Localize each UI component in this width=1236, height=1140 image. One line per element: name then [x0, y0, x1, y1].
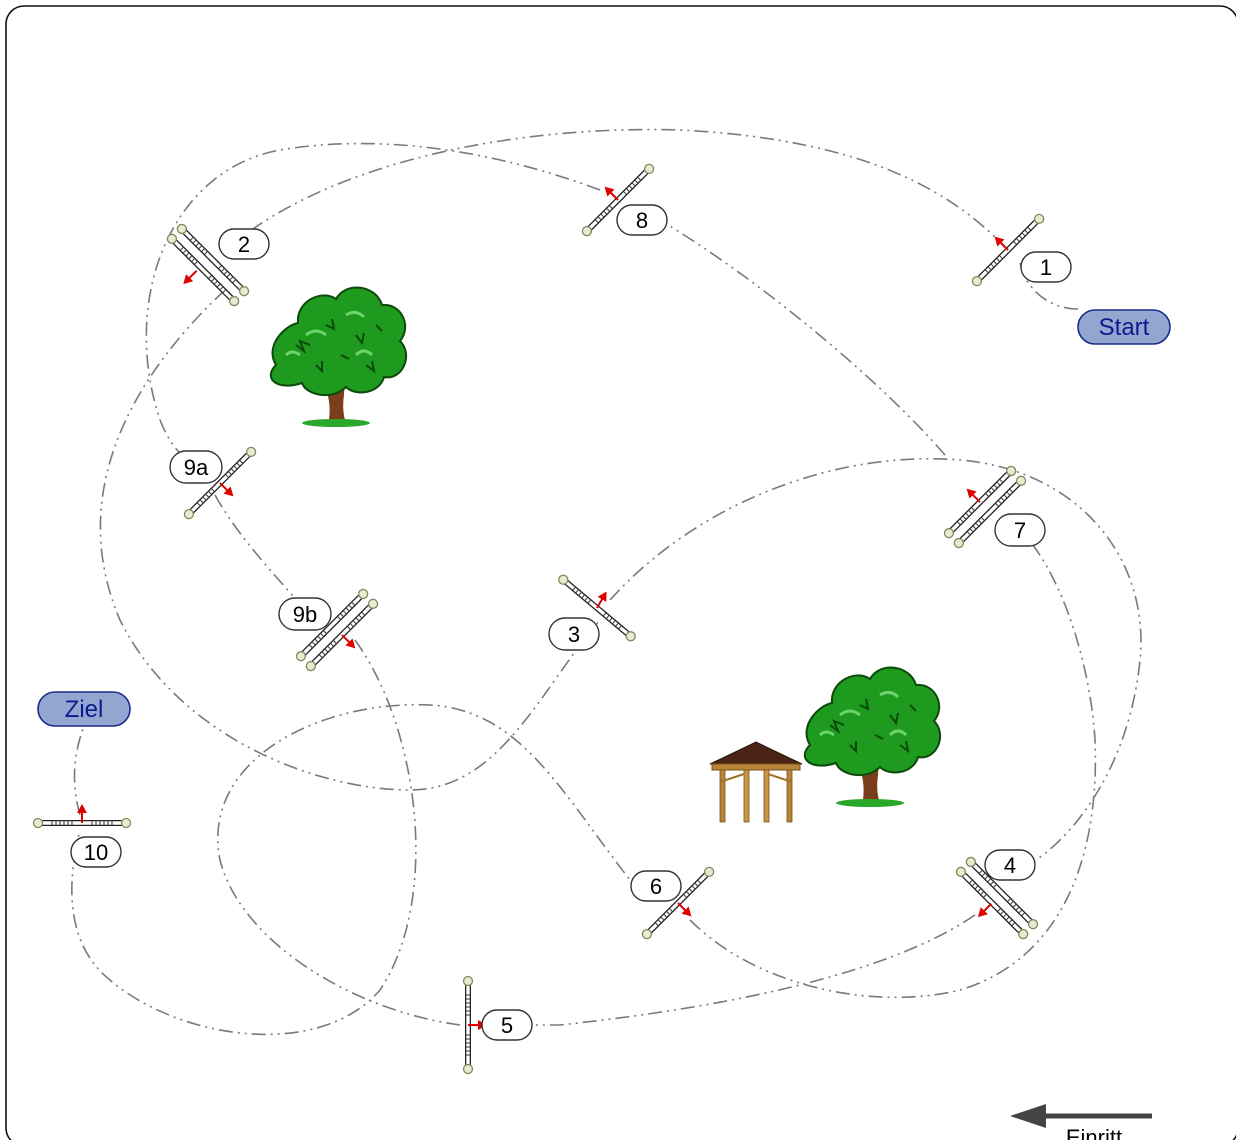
arena-border — [5, 5, 1236, 1140]
label-3: 3 — [548, 617, 600, 651]
svg-text:10: 10 — [84, 840, 108, 865]
svg-text:3: 3 — [568, 622, 580, 647]
label-5: 5 — [481, 1009, 533, 1041]
gazebo-icon — [709, 741, 803, 823]
label-10: 10 — [70, 836, 122, 868]
label-9b: 9b — [278, 597, 332, 631]
svg-text:9b: 9b — [293, 602, 317, 627]
finish-marker: Ziel — [37, 691, 131, 727]
start-marker: Start — [1077, 309, 1171, 345]
svg-text:Start: Start — [1099, 314, 1150, 341]
svg-text:2: 2 — [238, 232, 250, 257]
svg-text:1: 1 — [1040, 255, 1052, 280]
number-labels: 1 2 3 4 5 6 7 8 9a 9b 10 — [70, 204, 1072, 1041]
svg-text:6: 6 — [650, 874, 662, 899]
label-8: 8 — [616, 204, 668, 236]
svg-text:7: 7 — [1014, 518, 1026, 543]
label-1: 1 — [1020, 251, 1072, 283]
label-9a: 9a — [169, 450, 223, 484]
label-2: 2 — [218, 228, 270, 260]
svg-text:8: 8 — [636, 208, 648, 233]
label-4: 4 — [984, 849, 1036, 881]
label-6: 6 — [630, 870, 682, 902]
entry-arrow-icon — [1010, 1104, 1152, 1128]
label-7: 7 — [994, 513, 1046, 547]
svg-text:Ziel: Ziel — [65, 696, 104, 723]
svg-text:4: 4 — [1004, 853, 1016, 878]
svg-text:9a: 9a — [184, 455, 209, 480]
entry-label: Einritt — [1066, 1125, 1122, 1140]
svg-text:5: 5 — [501, 1013, 513, 1038]
